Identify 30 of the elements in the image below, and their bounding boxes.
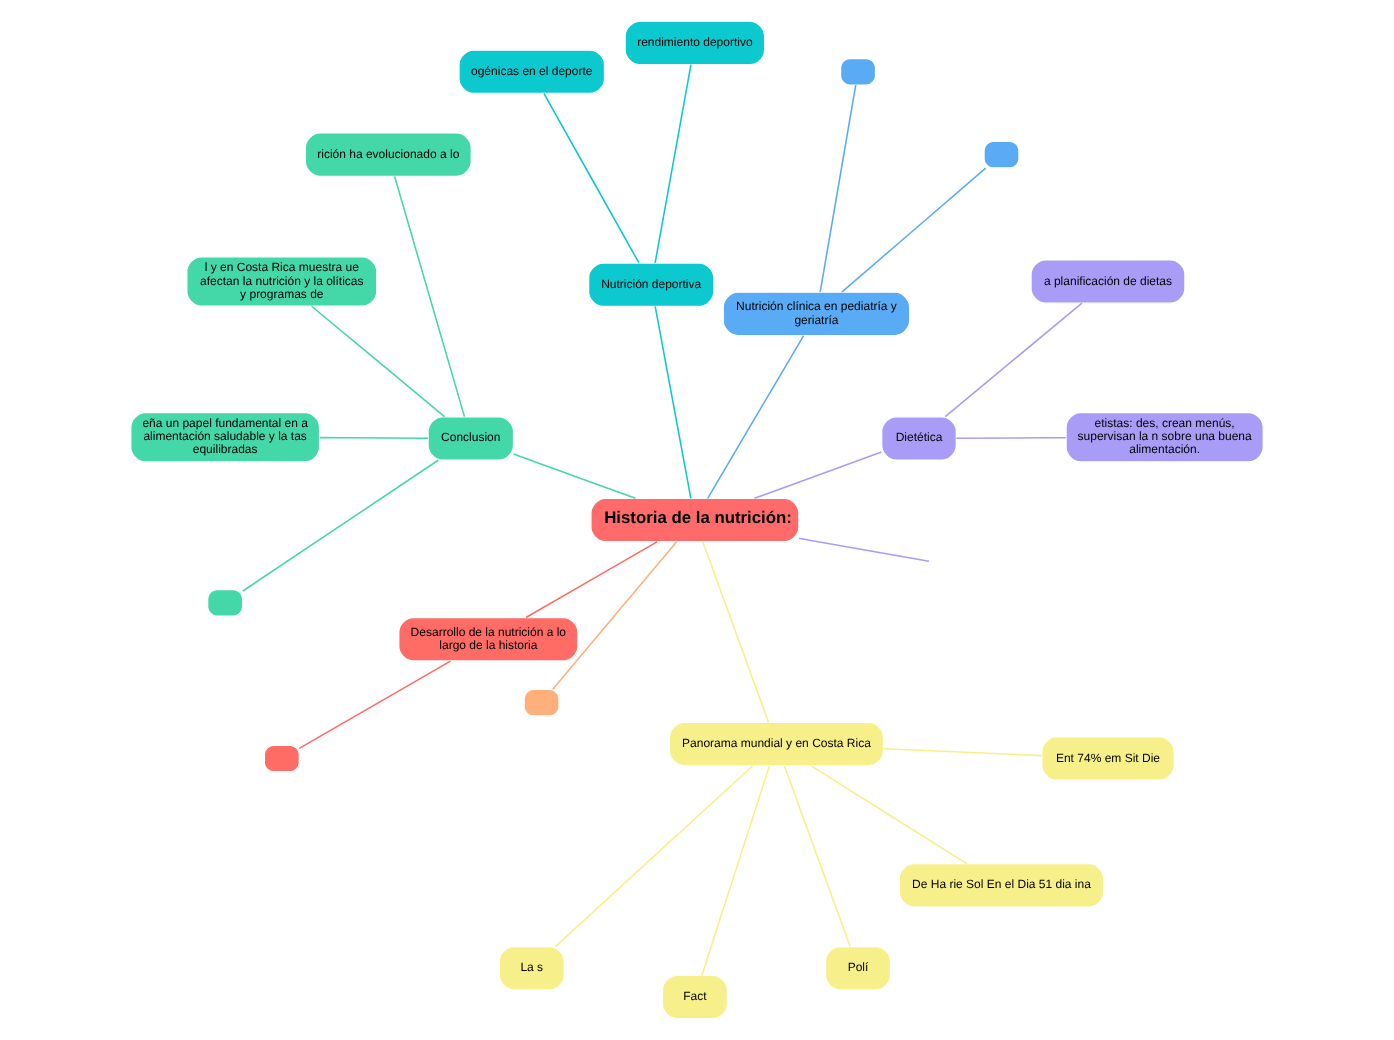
connector [753, 451, 883, 500]
connector [554, 765, 754, 948]
connector [552, 540, 678, 691]
connector [810, 765, 968, 865]
node-box: Historia de la nutrición: [590, 497, 800, 543]
connector [654, 305, 692, 500]
connector [944, 302, 1083, 418]
node-box [523, 688, 560, 717]
node-box [983, 140, 1020, 169]
node-box [263, 744, 300, 773]
connector [841, 167, 987, 293]
connector [654, 63, 692, 264]
connector [512, 453, 637, 500]
connector [393, 175, 466, 418]
connector [525, 541, 658, 619]
connector [798, 537, 930, 563]
connector [706, 334, 805, 500]
connector [819, 84, 857, 293]
connector [702, 541, 770, 724]
node-box [207, 589, 244, 617]
connector [543, 92, 640, 264]
connector [242, 459, 439, 592]
connector [701, 765, 771, 976]
connector [298, 660, 452, 750]
connector [783, 765, 851, 948]
connector [310, 305, 446, 418]
node-box [840, 57, 877, 86]
connector [882, 748, 1043, 757]
connector [955, 436, 1067, 439]
connector [319, 436, 429, 439]
